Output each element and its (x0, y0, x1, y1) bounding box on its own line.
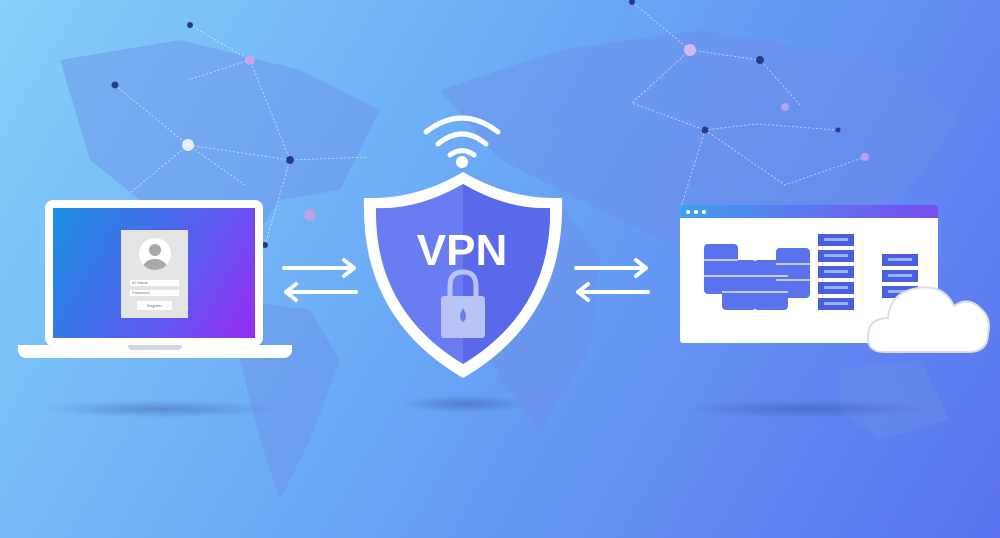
vpn-label: VPN (416, 226, 508, 275)
id-name-field[interactable]: ID Name (130, 280, 179, 286)
register-button[interactable]: Register (137, 301, 172, 310)
laptop-shadow (40, 400, 280, 418)
arrows-exchange-icon (282, 258, 358, 302)
password-field[interactable]: Password (130, 290, 179, 296)
wifi-icon (423, 115, 501, 168)
shield-shadow (400, 395, 530, 413)
laptop-notch (128, 345, 182, 350)
database-icon (704, 244, 810, 310)
server-shadow (680, 400, 930, 418)
user-avatar-icon (139, 238, 171, 270)
laptop-base (18, 345, 292, 358)
arrows-exchange-icon-right (574, 258, 650, 302)
lock-icon (441, 269, 485, 338)
shield-icon (363, 172, 563, 378)
cloud-icon (866, 286, 990, 353)
server-group (704, 234, 918, 310)
